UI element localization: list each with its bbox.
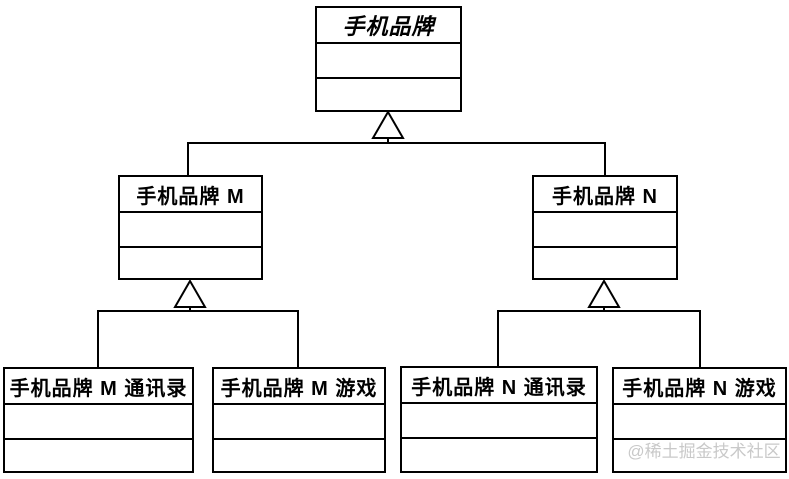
- generalization-triangle: [173, 278, 207, 308]
- attributes-compartment: [5, 405, 192, 440]
- class-title: 手机品牌 N 通讯录: [402, 368, 596, 404]
- class-title: 手机品牌 M: [120, 177, 261, 213]
- watermark-label: @稀土掘金技术社区: [627, 442, 781, 461]
- class-box-phone-brand-n: 手机品牌 N: [532, 175, 678, 280]
- operations-compartment: [214, 440, 384, 471]
- attributes-compartment: [614, 405, 785, 440]
- class-title: 手机品牌 M 通讯录: [5, 369, 192, 405]
- class-box-phone-brand-m-contacts: 手机品牌 M 通讯录: [3, 367, 194, 473]
- generalization-triangle: [587, 278, 621, 308]
- attributes-compartment: [534, 213, 676, 248]
- class-box-phone-brand-n-contacts: 手机品牌 N 通讯录: [400, 366, 598, 473]
- operations-compartment: [402, 439, 596, 471]
- class-box-phone-brand-m: 手机品牌 M: [118, 175, 263, 280]
- attributes-compartment: [214, 405, 384, 440]
- class-title: 手机品牌 N 游戏: [614, 369, 785, 405]
- operations-compartment: [534, 248, 676, 278]
- class-box-phone-brand: 手机品牌: [315, 6, 462, 112]
- class-box-phone-brand-n-games: 手机品牌 N 游戏: [612, 367, 787, 473]
- operations-compartment: [120, 248, 261, 278]
- class-title: 手机品牌: [317, 8, 460, 44]
- operations-compartment: [5, 440, 192, 471]
- class-box-phone-brand-m-games: 手机品牌 M 游戏: [212, 367, 386, 473]
- attributes-compartment: [402, 404, 596, 439]
- class-title: 手机品牌 M 游戏: [214, 369, 384, 405]
- attributes-compartment: [317, 44, 460, 79]
- attributes-compartment: [120, 213, 261, 248]
- generalization-triangle: [371, 109, 405, 139]
- operations-compartment: [317, 79, 460, 110]
- class-title: 手机品牌 N: [534, 177, 676, 213]
